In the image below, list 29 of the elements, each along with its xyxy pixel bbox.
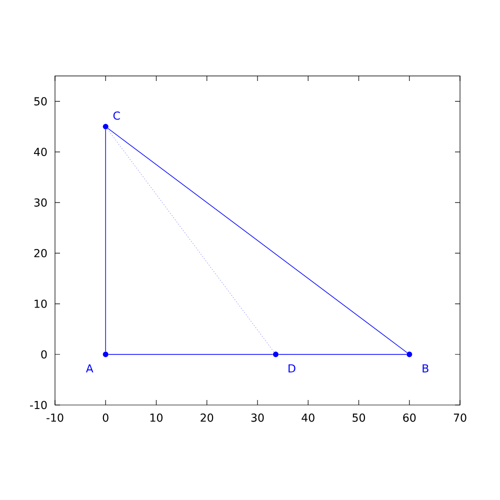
line-segment xyxy=(108,354,274,355)
point: B xyxy=(406,352,428,372)
line-segment xyxy=(105,129,106,352)
node-label: C xyxy=(113,111,120,120)
y-tick-label: 10 xyxy=(34,300,47,308)
x-tick-label: 60 xyxy=(403,414,416,422)
x-tick-label: 40 xyxy=(302,414,314,422)
y-tick-label: 40 xyxy=(34,148,47,156)
y-tick-label: 50 xyxy=(34,97,47,106)
x-tick-label: 20 xyxy=(200,414,214,422)
y-tick-label: 0 xyxy=(41,350,47,359)
y-tick-label: -10 xyxy=(30,400,47,410)
node-label: A xyxy=(86,364,94,372)
y-tick-label: 20 xyxy=(34,248,47,258)
point: A xyxy=(86,352,108,372)
line-segment xyxy=(107,128,274,352)
y-tick-label: 30 xyxy=(34,198,47,207)
x-tick-label: 10 xyxy=(150,414,163,422)
node-label: B xyxy=(422,364,428,372)
line-segment xyxy=(108,128,408,353)
line-segment xyxy=(278,354,407,355)
x-tick-label: -10 xyxy=(46,414,64,422)
x-tick-label: 50 xyxy=(352,414,366,422)
x-tick-label: 70 xyxy=(454,414,466,422)
point: C xyxy=(102,111,120,130)
node-label: D xyxy=(288,364,296,372)
point: D xyxy=(273,352,296,372)
x-tick-label: 30 xyxy=(251,414,264,422)
x-tick-label: 0 xyxy=(102,414,108,422)
